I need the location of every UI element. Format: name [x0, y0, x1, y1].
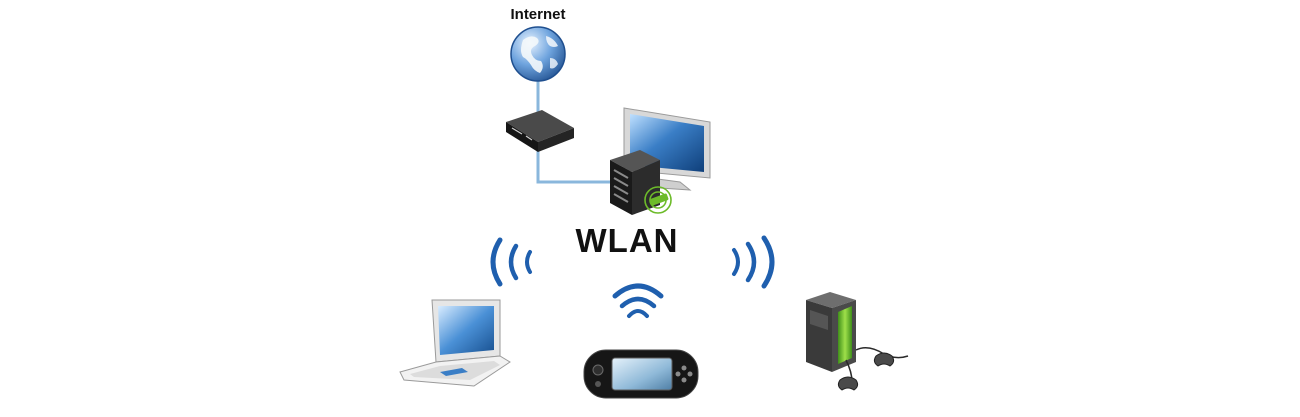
internet-label: Internet	[510, 6, 566, 23]
game-console-icon	[806, 292, 909, 391]
laptop-icon	[399, 299, 511, 387]
handheld-console-icon	[583, 349, 699, 399]
usb-wifi-adapter-icon	[644, 186, 672, 214]
router-icon	[506, 110, 574, 152]
wifi-signal-left-icon	[490, 237, 532, 287]
wifi-signal-right-icon	[732, 235, 775, 289]
globe-icon	[510, 26, 566, 82]
wlan-label: WLAN	[575, 222, 679, 259]
wifi-signal-center-icon	[612, 283, 664, 318]
controller-icon	[837, 347, 909, 391]
desktop-computer-icon	[610, 107, 711, 215]
